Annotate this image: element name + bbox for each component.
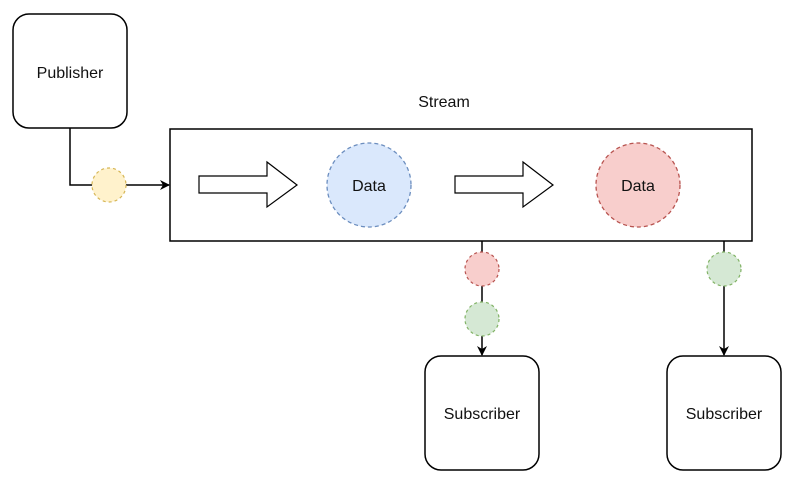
flow-arrow-1	[198, 160, 299, 209]
stream-label: Stream	[418, 94, 470, 111]
subscriber-node-2[interactable]: Subscriber	[666, 355, 782, 471]
stream-data-item-2: Data	[595, 142, 681, 228]
publisher-label: Publisher	[37, 65, 104, 82]
subscriber-1-label: Subscriber	[444, 406, 521, 423]
subscriber-node-1[interactable]: Subscriber	[424, 355, 540, 471]
green-message-dot-2	[706, 251, 742, 287]
green-message-dot-1	[464, 301, 500, 337]
stream-data-item-1: Data	[326, 142, 412, 228]
publisher-to-stream-connector	[69, 128, 170, 190]
flow-arrow-2	[454, 160, 555, 209]
yellow-message-dot	[91, 167, 127, 203]
red-message-dot	[464, 251, 500, 287]
publisher-node[interactable]: Publisher	[12, 13, 128, 129]
stream-data-item-2-label: Data	[621, 178, 655, 195]
stream-data-item-1-label: Data	[352, 178, 386, 195]
subscriber-2-label: Subscriber	[686, 406, 763, 423]
